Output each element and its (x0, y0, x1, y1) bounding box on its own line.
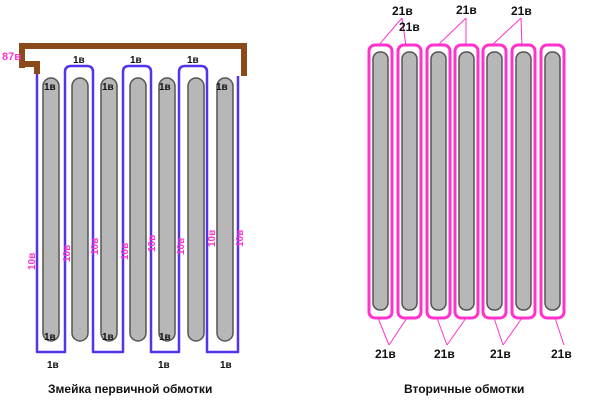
primary-caption: Змейка первичной обмотки (48, 382, 212, 396)
segment-voltage-label: 10в (90, 238, 101, 255)
turn-label: 1в (102, 332, 114, 343)
core-rod (158, 77, 176, 342)
core-rod (129, 77, 147, 342)
secondary-voltage-label: 21в (551, 347, 572, 361)
leader-line (493, 317, 504, 346)
leader-line (446, 317, 467, 346)
core-rod (216, 77, 234, 342)
leader-line (388, 317, 408, 346)
segment-voltage-label: 10в (62, 245, 73, 262)
turn-label: 1в (44, 332, 56, 343)
secondary-voltage-label: 21в (392, 4, 413, 18)
primary-cores (42, 77, 234, 342)
leader-line (554, 317, 565, 346)
winding-loop (425, 43, 452, 320)
secondary-voltage-label: 21в (490, 347, 511, 361)
secondary-voltage-label: 21в (456, 3, 477, 17)
bottom-leader-lines (377, 317, 565, 346)
turn-label: 1в (216, 82, 228, 93)
winding-loop (481, 43, 508, 320)
leader-line (377, 17, 403, 47)
core-rod (401, 51, 418, 311)
primary-winding-wire (35, 64, 240, 354)
leader-line (436, 317, 448, 346)
winding-loop (396, 43, 423, 320)
winding-loop (510, 43, 537, 320)
turn-label: 1в (130, 55, 142, 66)
core-rod (71, 77, 89, 342)
secondary-cores (372, 51, 561, 311)
segment-voltage-label: 10в (235, 230, 246, 247)
segment-voltage-label: 10в (27, 253, 38, 270)
turn-label: 1в (102, 82, 114, 93)
turn-label: 1в (158, 360, 170, 371)
turn-label: 1в (47, 360, 59, 371)
secondary-windings-diagram: 21в 21в 21в 21в 21в 21в 21в 21в Вторичны… (367, 3, 572, 396)
core-rod (372, 51, 389, 311)
bottom-voltage-labels: 21в 21в 21в 21в (375, 347, 572, 361)
turn-label: 1в (187, 55, 199, 66)
secondary-voltage-label: 21в (511, 4, 532, 18)
leader-line (502, 317, 523, 346)
core-rod (187, 77, 205, 342)
core-rod (100, 77, 118, 342)
leader-line (401, 17, 407, 47)
winding-loop (539, 43, 566, 320)
core-rod (430, 51, 447, 311)
turn-label: 1в (159, 332, 171, 343)
winding-loop (453, 43, 480, 320)
leader-line (520, 17, 523, 47)
secondary-caption: Вторичные обмотки (404, 382, 524, 396)
segment-voltage-label: 10в (207, 230, 218, 247)
leader-line (490, 17, 522, 47)
turn-label: 1в (159, 82, 171, 93)
core-rod (486, 51, 503, 311)
top-leader-lines (377, 17, 523, 47)
segment-voltage-labels: 10в 10в 10в 10в 10в 10в 10в 10в (27, 230, 246, 270)
segment-voltage-label: 10в (147, 235, 158, 252)
winding-loop (367, 43, 394, 320)
turn-label: 1в (44, 82, 56, 93)
bus-terminal-left (19, 50, 25, 68)
core-rod (458, 51, 475, 311)
secondary-voltage-label: 21в (399, 20, 420, 34)
primary-winding-diagram: 87в 1в 1в 1в 1в 1в 1в 1в 1в 1в 1в 1в 1в (2, 43, 247, 396)
leader-line (377, 317, 390, 346)
input-voltage-label: 87в (2, 51, 21, 63)
secondary-voltage-label: 21в (434, 347, 455, 361)
leader-line (436, 17, 467, 47)
secondary-voltage-label: 21в (375, 347, 396, 361)
segment-voltage-label: 10в (120, 243, 131, 260)
turn-labels: 1в 1в 1в 1в 1в 1в 1в 1в 1в 1в 1в 1в 1в (44, 55, 232, 371)
core-rod (544, 51, 561, 311)
top-voltage-labels: 21в 21в 21в 21в (392, 3, 532, 34)
turn-label: 1в (220, 360, 232, 371)
secondary-loops (367, 43, 566, 320)
segment-voltage-label: 10в (176, 238, 187, 255)
core-rod (42, 77, 60, 342)
turn-label: 1в (73, 55, 85, 66)
core-rod (515, 51, 532, 311)
